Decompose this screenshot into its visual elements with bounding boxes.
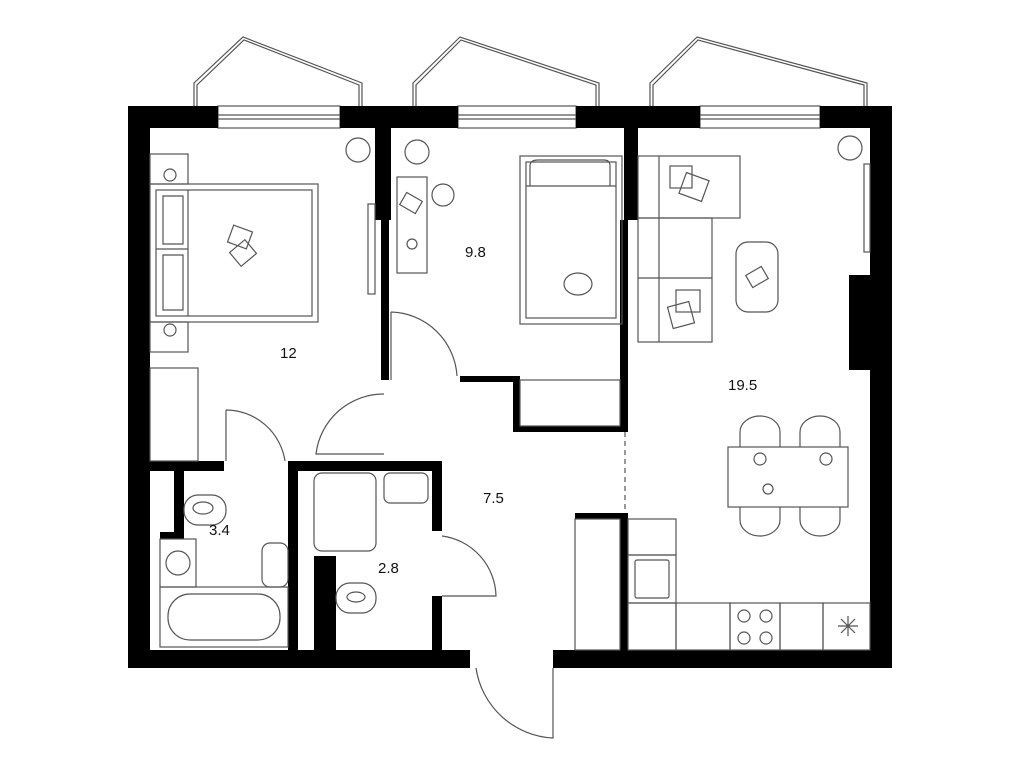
desk [396,176,428,274]
balcony-3 [649,36,868,106]
window-2 [457,105,577,129]
bath-sink [261,542,289,588]
stove [729,602,781,651]
room-area-kids: 9.8 [465,244,486,261]
window-3 [699,105,821,129]
dining-table [727,446,849,508]
room-area-hallway: 7.5 [483,490,504,507]
plant-icon [345,137,371,163]
balcony-2 [412,36,600,106]
plant-icon [837,135,863,161]
room-area-bathroom: 3.4 [209,522,230,539]
fridge-column [574,518,621,651]
door-bath [225,409,286,462]
entrance-door [475,667,554,739]
plant-icon [404,139,430,165]
door-kids [390,311,458,380]
washing-machine [159,538,197,588]
window-1 [217,105,341,129]
door-toilet [441,535,497,597]
double-bed [149,183,319,323]
coffee-table [735,241,779,313]
shower [313,472,377,552]
room-area-toilet: 2.8 [378,560,399,577]
toilet-sink [383,472,429,504]
single-bed [519,155,623,325]
room-area-living: 19.5 [728,377,758,394]
room-area-bedroom: 12 [280,345,297,362]
bathtub [159,586,289,648]
door-bedroom [315,393,385,455]
balcony-1 [193,36,363,106]
sofa [637,155,741,219]
walls [128,106,892,668]
